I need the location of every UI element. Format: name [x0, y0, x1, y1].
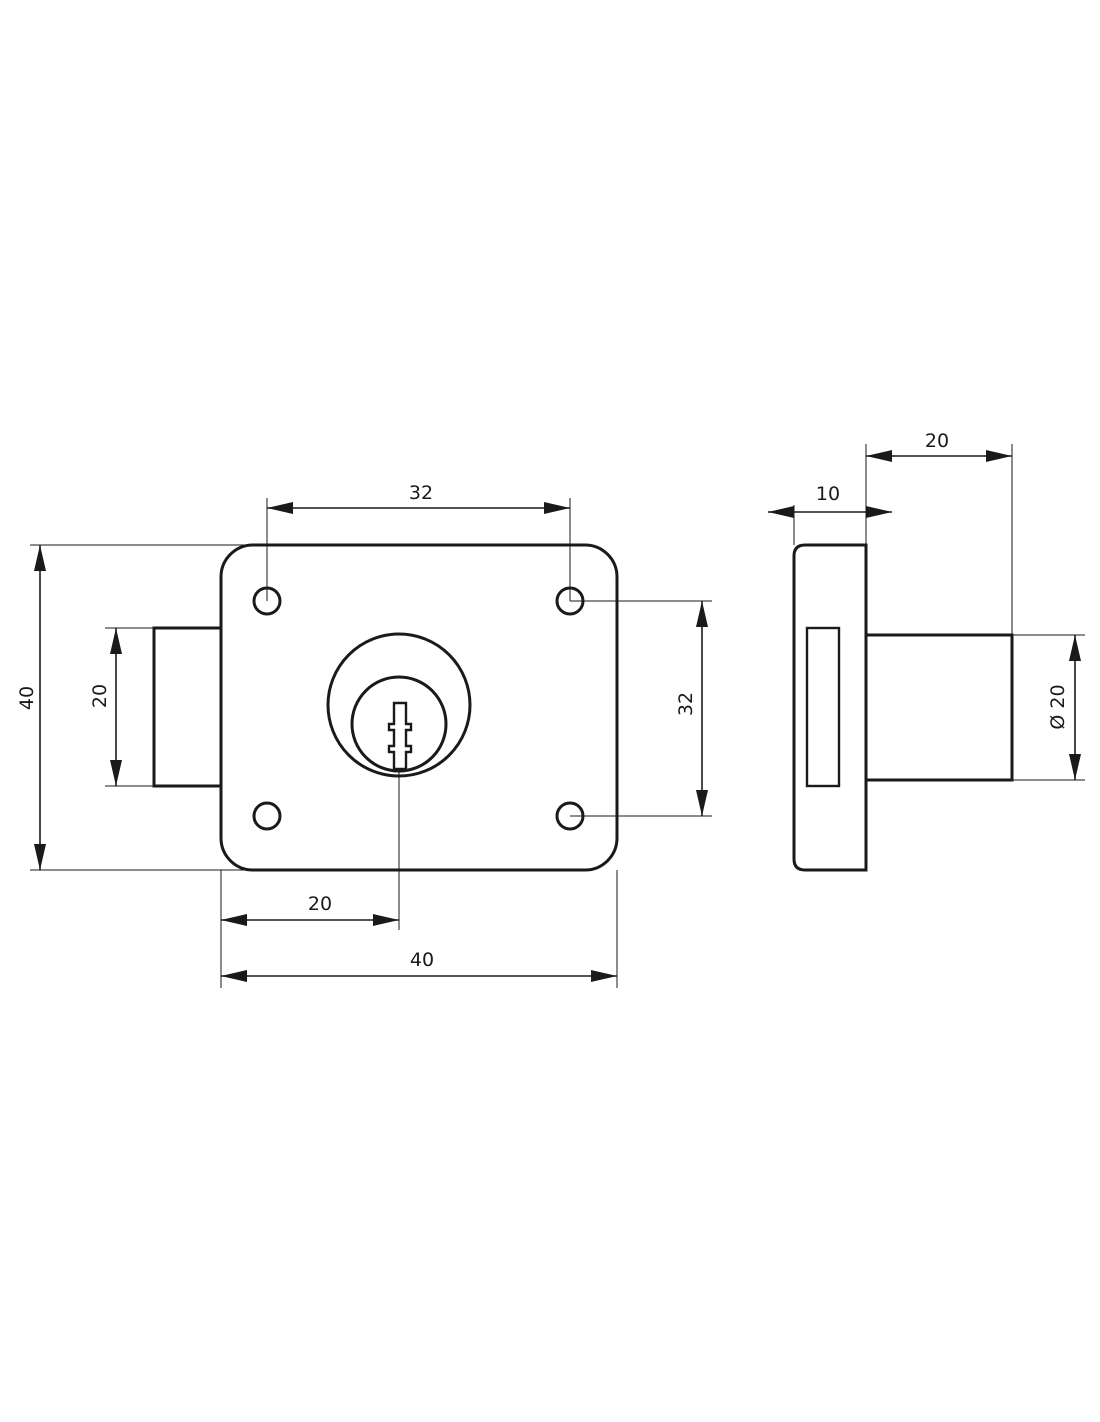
dimension-labels: 32 40 20 32 20 40 10 20 Ø 20	[16, 430, 1069, 971]
label-key-offset: 20	[308, 893, 332, 915]
bolt-front	[152, 626, 224, 788]
front-view	[152, 543, 619, 872]
side-view	[792, 543, 1014, 872]
extension-lines	[30, 444, 1085, 988]
bolt-side	[864, 633, 1014, 782]
label-top-hole-spacing: 32	[409, 482, 433, 504]
label-flange-thickness: 10	[816, 483, 840, 505]
label-bolt-projection: 20	[925, 430, 949, 452]
bolt-slot	[805, 626, 841, 788]
label-plate-height: 40	[16, 686, 38, 710]
label-plate-width: 40	[410, 949, 434, 971]
screw-hole-bottom-left	[252, 801, 282, 831]
label-bolt-diameter: Ø 20	[1047, 684, 1069, 729]
dimension-lines	[34, 450, 1081, 982]
label-bolt-height: 20	[89, 684, 111, 708]
label-side-hole-spacing: 32	[675, 692, 697, 716]
keyhole-icon	[387, 701, 413, 771]
